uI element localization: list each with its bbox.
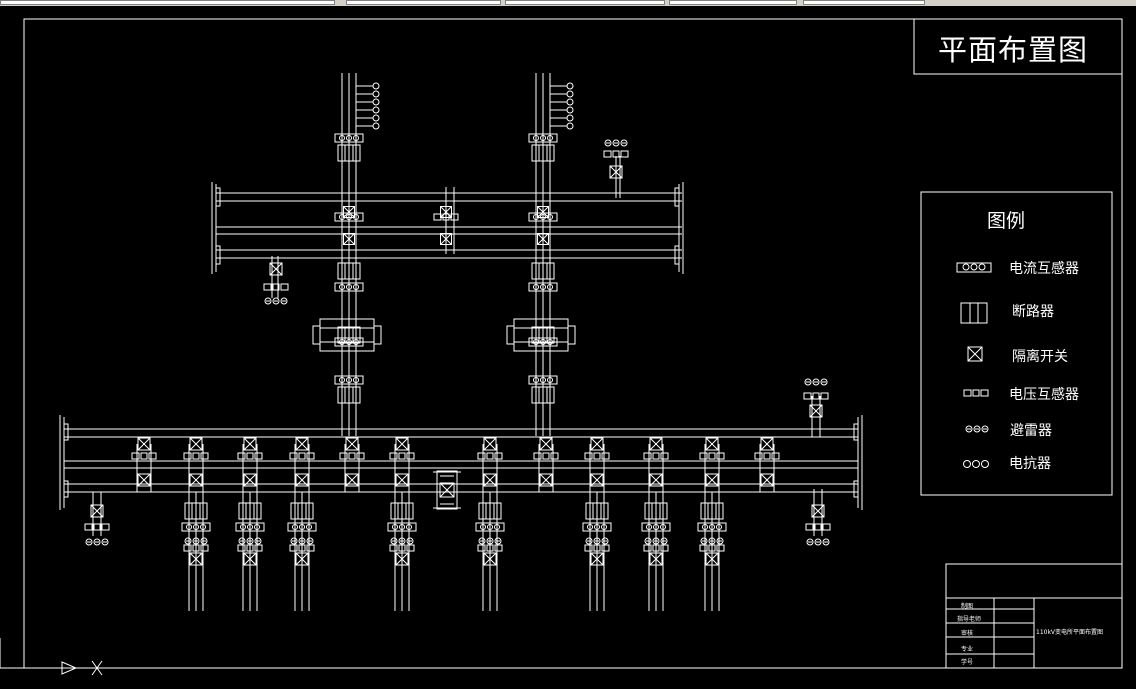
single-line-schematic (59, 73, 863, 611)
drawing-canvas[interactable]: 平面布置图 图例 电流互感器 断路器 隔离开关 电压互感器 避雷器 电抗器 制图… (0, 6, 1136, 689)
ct-icon (956, 262, 992, 273)
arrester-icon (965, 425, 989, 433)
lower-feeder-bay-2 (183, 437, 209, 492)
upper-tie-bay (433, 187, 459, 254)
upper-left-pt-bay (263, 256, 289, 305)
drawing-title: 平面布置图 (938, 33, 1089, 67)
lower-bus-coupler (433, 470, 461, 510)
legend-label-reactor: 电抗器 (1009, 456, 1051, 472)
toolbar-dropdown-3[interactable] (505, 0, 665, 5)
legend-box (920, 191, 1113, 496)
lower-feeder-bay-9 (584, 437, 610, 492)
upper-bay-2 (506, 73, 576, 436)
toolbar-dropdown-4[interactable] (669, 0, 797, 5)
lower-top-pt-bay (803, 378, 829, 437)
legend-label-arrester: 避雷器 (1010, 423, 1052, 439)
lower-outgoing-line-8 (697, 492, 727, 611)
legend-label-ct: 电流互感器 (1009, 261, 1079, 277)
legend-label-pt: 电压互感器 (1009, 387, 1079, 403)
substation-layout-drawing (0, 18, 1123, 676)
titleblock-row-student-id: 学号 (961, 659, 974, 666)
lower-outgoing-line-6 (582, 492, 612, 611)
lower-outgoing-line-2 (235, 492, 265, 611)
pt-icon (963, 389, 989, 397)
lower-left-pt-bay (84, 492, 110, 546)
upper-bay-1 (312, 73, 382, 436)
toolbar-dropdown-1[interactable] (0, 0, 335, 5)
lower-feeder-bay-3 (237, 437, 263, 492)
upper-busbar-system (211, 182, 684, 274)
lower-feeder-bay-4 (289, 437, 315, 492)
legend-label-disconnector: 隔离开关 (1012, 349, 1068, 365)
titleblock-row-advisor: 指导老师 (957, 616, 982, 623)
ucs-icon (0, 638, 103, 676)
lower-feeder-bay-11 (699, 437, 725, 492)
titleblock-row-review: 审核 (961, 630, 974, 637)
legend-title: 图例 (987, 210, 1026, 232)
lower-feeder-bay-7 (477, 437, 503, 492)
lower-feeder-bay-1 (131, 437, 157, 492)
lower-right-pt-bay (805, 489, 831, 546)
upper-pt-bay (603, 139, 629, 198)
lower-outgoing-line-5 (475, 492, 505, 611)
lower-outgoing-line-4 (387, 492, 417, 611)
titleblock-row-major: 专业 (961, 646, 974, 653)
lower-feeder-bay-6 (389, 437, 415, 492)
lower-feeder-bay-5 (339, 437, 365, 492)
drawing-frame (23, 18, 1123, 669)
lower-outgoing-line-1 (181, 492, 211, 611)
lower-feeder-bay-8 (533, 437, 559, 492)
toolbar-dropdown-5[interactable] (803, 0, 925, 5)
reactor-icon (963, 460, 989, 468)
titleblock-row-drafter: 制图 (961, 603, 974, 610)
titleblock-drawing-name: 110kV变电所平面布置图 (1036, 629, 1104, 636)
lower-busbar-system (59, 415, 863, 510)
title-block-frame (945, 563, 1123, 669)
lower-outgoing-line-3 (287, 492, 317, 611)
lower-feeder-bay-12 (754, 437, 780, 492)
legend-label-breaker: 断路器 (1012, 304, 1054, 320)
toolbar-dropdown-2[interactable] (346, 0, 501, 5)
lower-feeder-bay-10 (643, 437, 669, 492)
breaker-icon (960, 302, 988, 324)
lower-outgoing-line-7 (641, 492, 671, 611)
title-box (913, 18, 1123, 75)
disconnector-icon (967, 346, 983, 362)
